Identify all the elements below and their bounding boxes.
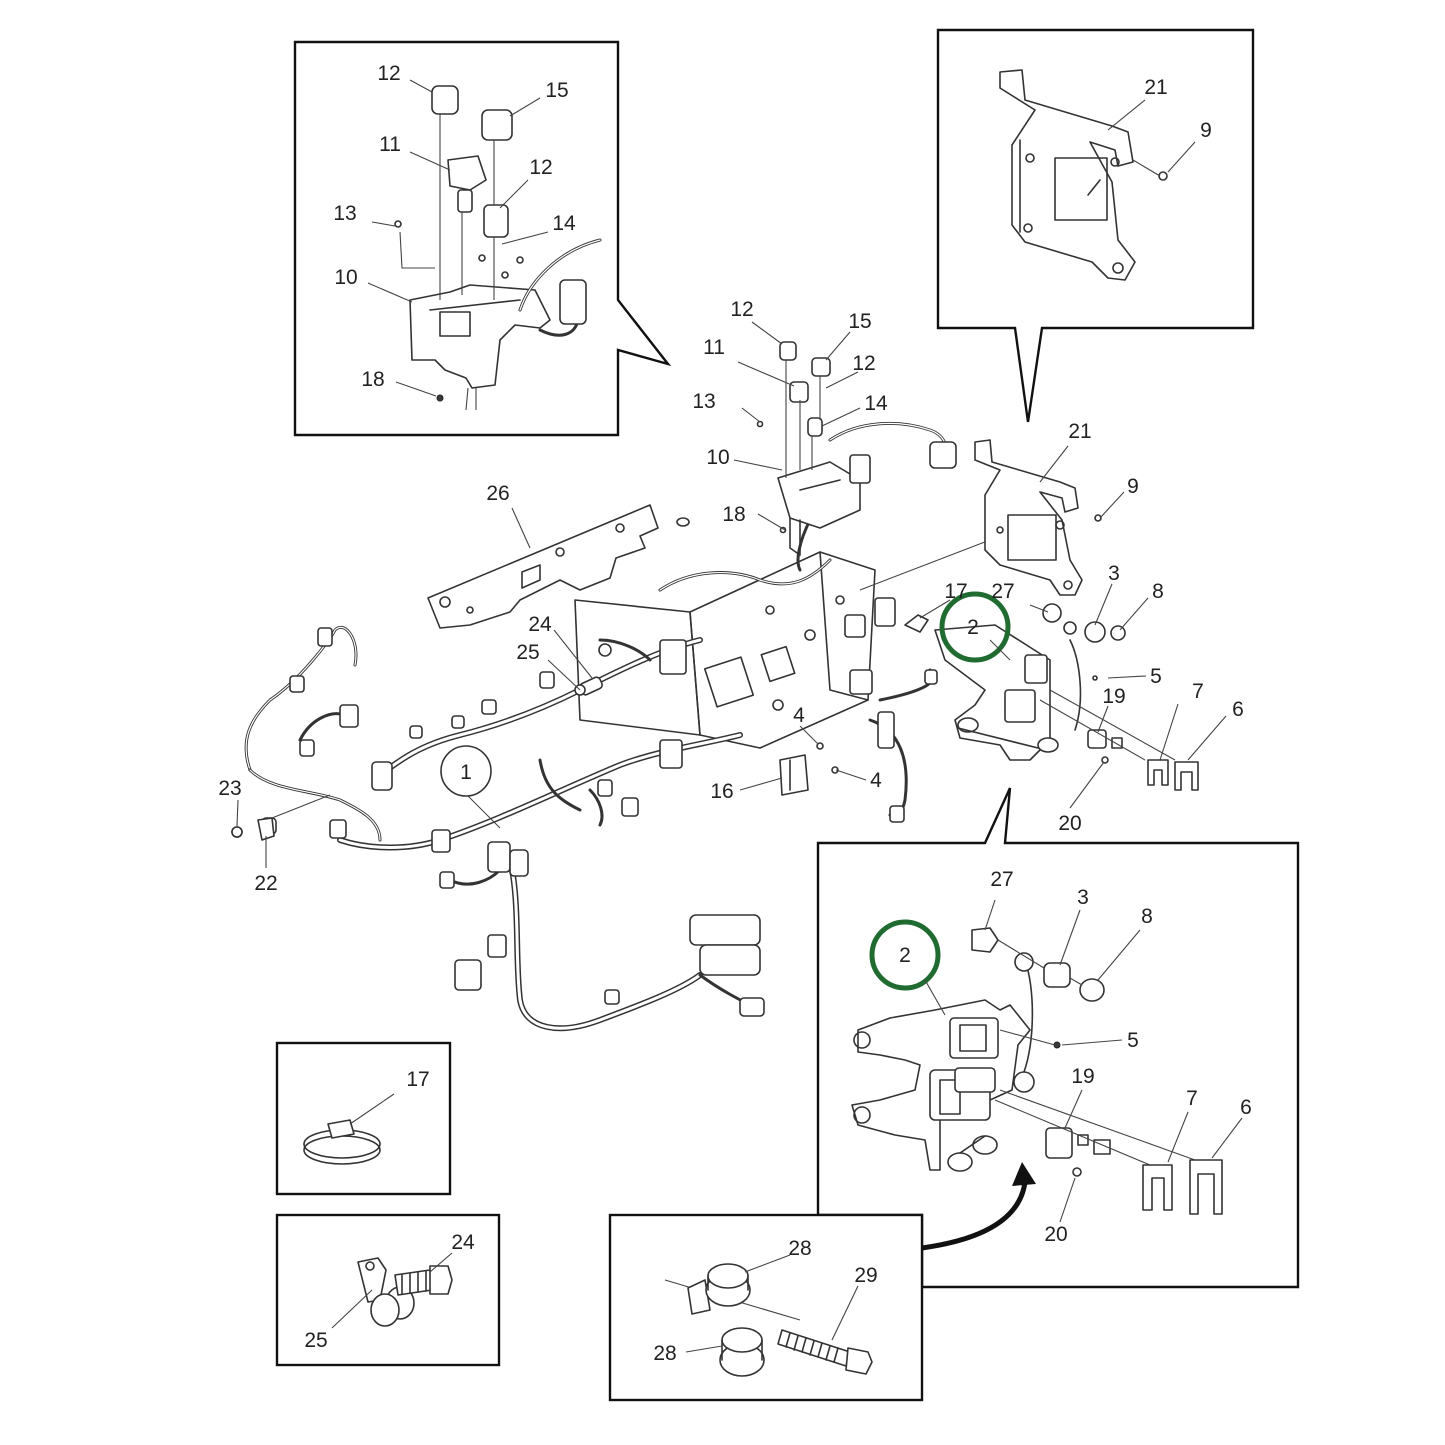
detail-br-parts (851, 927, 1223, 1215)
callout-grommet-28a: 28 (788, 1237, 811, 1260)
callout-main-14: 14 (864, 392, 888, 415)
callout-main-12a: 12 (730, 298, 753, 321)
callout-br-5: 5 (1127, 1029, 1139, 1052)
callout-main-1: 1 (460, 761, 472, 784)
callout-main-20: 20 (1058, 812, 1081, 835)
detail-top-left: 12 15 11 12 13 14 10 18 (293, 40, 672, 437)
callout-main-17: 17 (944, 580, 967, 603)
callout-tl-15: 15 (545, 79, 568, 102)
callout-br-7: 7 (1186, 1087, 1198, 1110)
callout-tl-18: 18 (361, 368, 384, 391)
highlight-circle-module-main (939, 591, 1011, 663)
callout-tl-13: 13 (333, 202, 356, 225)
module-2-assembly (904, 603, 1199, 791)
highlight-circle-module-detail (869, 919, 941, 991)
bracket-21 (974, 439, 1102, 596)
callout-main-4a: 4 (793, 704, 805, 727)
detail-tl-labels: 12 15 11 12 13 14 10 18 (333, 62, 576, 391)
callout-main-4b: 4 (870, 769, 882, 792)
callout-clip-24: 24 (451, 1231, 475, 1254)
main-callout-labels: 1 2 3 4 4 5 6 7 8 9 10 11 12 12 13 14 15… (218, 298, 1244, 895)
sensor-cluster (756, 341, 957, 556)
callout-main-15: 15 (848, 310, 871, 333)
callout-main-21: 21 (1068, 420, 1091, 443)
callout-main-12b: 12 (852, 352, 875, 375)
detail-br-labels: 27 3 8 2 5 19 7 6 20 (899, 868, 1252, 1246)
callout-clip-25: 25 (304, 1329, 327, 1352)
callout-main-22: 22 (254, 872, 277, 895)
detail-bottom-right: 27 3 8 2 5 19 7 6 20 (816, 787, 1300, 1289)
callout-main-23: 23 (218, 777, 241, 800)
callout-main-25: 25 (516, 641, 539, 664)
callout-grommet-29: 29 (854, 1264, 877, 1287)
callout-main-3: 3 (1108, 562, 1120, 585)
detail-top-right: 21 9 (936, 28, 1255, 423)
callout-tl-12a: 12 (377, 62, 400, 85)
callout-br-19: 19 (1071, 1065, 1094, 1088)
detail-tl-parts (394, 85, 602, 411)
callout-br-6: 6 (1240, 1096, 1252, 1119)
reference-arrow (921, 1162, 1036, 1251)
bracket-16 (779, 742, 839, 796)
harness-connectors (231, 597, 938, 1017)
clip-22-23 (231, 817, 275, 841)
callout-tr-9: 9 (1200, 119, 1212, 142)
detail-tr-leaders (1107, 99, 1196, 173)
callout-br-20: 20 (1044, 1223, 1067, 1246)
central-frame (574, 539, 991, 749)
detail-br-leaders (924, 899, 1243, 1223)
callout-main-24: 24 (528, 613, 552, 636)
detail-clip-24-25: 24 25 (275, 1213, 501, 1367)
callout-main-2: 2 (967, 616, 979, 639)
callout-br-8: 8 (1141, 905, 1153, 928)
callout-strap-17: 17 (406, 1068, 429, 1091)
callout-br-3: 3 (1077, 886, 1089, 909)
callout-main-10: 10 (706, 446, 729, 469)
callout-main-5: 5 (1150, 665, 1162, 688)
detail-tr-labels: 21 9 (1144, 76, 1212, 142)
callout-main-6: 6 (1232, 698, 1244, 721)
callout-tl-12b: 12 (529, 156, 552, 179)
callout-main-19: 19 (1102, 685, 1125, 708)
detail-grommet-28-29: 28 29 28 (608, 1213, 924, 1402)
callout-main-16: 16 (710, 780, 733, 803)
callout-main-9: 9 (1127, 475, 1139, 498)
clip-24-25 (574, 676, 603, 696)
callout-main-18: 18 (722, 503, 745, 526)
detail-tl-leaders (367, 79, 549, 397)
callout-main-11: 11 (703, 336, 725, 359)
callout-main-27: 27 (991, 580, 1014, 603)
callout-main-13: 13 (692, 390, 715, 413)
callout-grommet-28b: 28 (653, 1342, 676, 1365)
callout-main-8: 8 (1152, 580, 1164, 603)
bracket-26 (427, 504, 690, 629)
detail-strap-17: 17 (275, 1041, 452, 1196)
callout-tl-10: 10 (334, 266, 357, 289)
callout-tl-11: 11 (379, 133, 401, 156)
detail-tr-parts (999, 69, 1168, 281)
main-assembly: 1 2 3 4 4 5 6 7 8 9 10 11 12 12 13 14 15… (218, 298, 1244, 1032)
harness-callout-circle (440, 745, 492, 797)
callout-br-2: 2 (899, 944, 911, 967)
main-leader-lines (236, 321, 1227, 868)
callout-main-7: 7 (1192, 680, 1204, 703)
callout-main-26: 26 (486, 482, 509, 505)
callout-tr-21: 21 (1144, 76, 1167, 99)
callout-br-27: 27 (990, 868, 1013, 891)
callout-tl-14: 14 (552, 212, 576, 235)
